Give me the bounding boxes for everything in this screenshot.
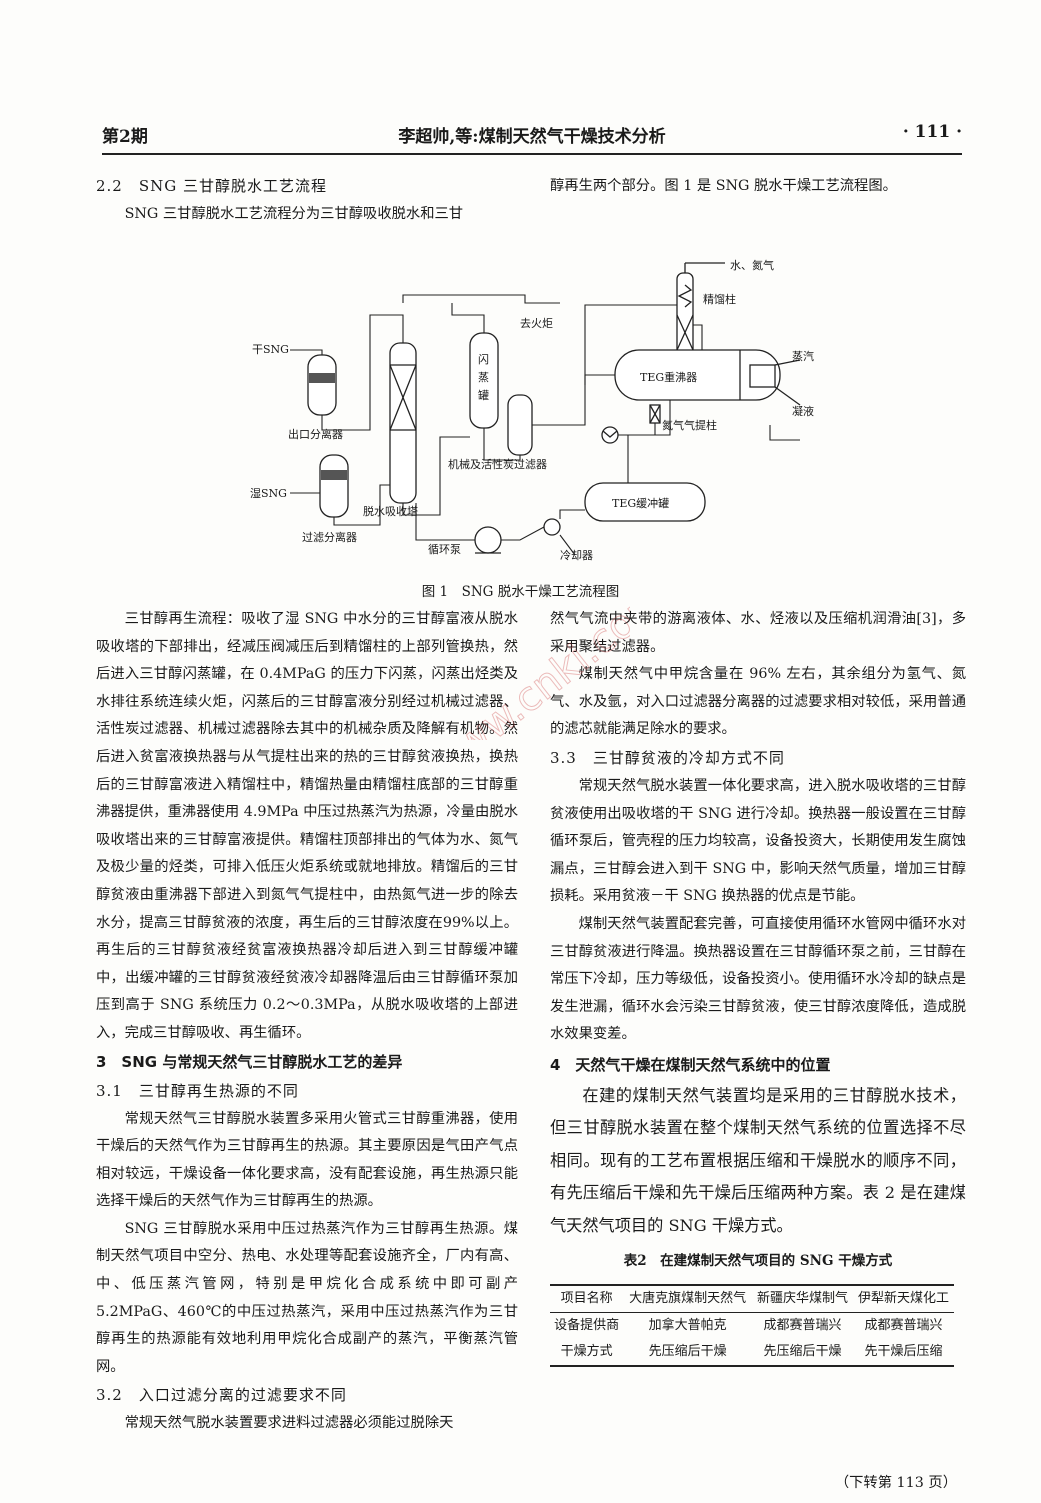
piping xyxy=(290,294,800,556)
label-filter-separator: 过滤分离器 xyxy=(302,530,357,544)
table-cell: 设备提供商 xyxy=(554,1318,620,1333)
heading-3-2: 3.2 入口过滤分离的过滤要求不同 xyxy=(96,1386,347,1405)
diagram-labels: 干SNG 湿SNG 出口分离器 过滤分离器 脱水吸收塔 循环泵 冷却器 去火炬 … xyxy=(250,258,814,562)
filter-separator xyxy=(319,454,349,518)
table-cell: 成都赛普瑞兴 xyxy=(864,1318,943,1333)
table-header-cell: 新疆庆华煤制气 xyxy=(756,1291,848,1306)
intro-continuation: 醇再生两个部分。图 1 是 SNG 脱水干燥工艺流程图。 xyxy=(550,178,897,194)
label-pump: 循环泵 xyxy=(428,543,461,556)
paragraph-3-1b: SNG 三甘醇脱水采用中压过热蒸汽作为三甘醇再生热源。煤制天然气项目中空分、热电… xyxy=(96,1220,518,1375)
label-to-flare: 去火炬 xyxy=(520,317,553,330)
figure-caption: 图 1 SNG 脱水干燥工艺流程图 xyxy=(421,584,620,600)
heading-3-3: 3.3 三甘醇贫液的冷却方式不同 xyxy=(550,748,785,767)
paragraph-4: 在建的煤制天然气装置均是采用的三甘醇脱水技术，但三甘醇脱水装置在整个煤制天然气系… xyxy=(550,1085,966,1235)
table-cell: 先干燥后压缩 xyxy=(864,1344,943,1359)
paragraph-3-2-continued: 然气气流中夹带的游离液体、水、烃液以及压缩机润滑油[3]，多采用聚结过滤器。 xyxy=(550,611,966,655)
paragraph-3-2b: 煤制天然气中甲烷含量在 96% 左右，其余组分为氢气、氮气、水及氩，对入口过滤器… xyxy=(550,666,966,738)
label-absorber: 脱水吸收塔 xyxy=(363,504,418,518)
label-flash-3: 罐 xyxy=(478,389,489,402)
label-flash-1: 闪 xyxy=(478,352,489,366)
label-filters: 机械及活性炭过滤器 xyxy=(448,457,547,471)
activated-carbon-filter xyxy=(507,394,533,456)
table-row: 干燥方式 先压缩后干燥 先压缩后干燥 先干燥后压缩 xyxy=(550,1339,954,1366)
lean-rich-exchanger xyxy=(601,426,619,444)
label-buffer-tank: TEG缓冲罐 xyxy=(612,496,669,510)
right-column: 然气气流中夹带的游离液体、水、烃液以及压缩机润滑油[3]，多采用聚结过滤器。 煤… xyxy=(550,606,966,1367)
label-reboiler: TEG重沸器 xyxy=(640,370,697,384)
nitrogen-stripper xyxy=(649,404,661,424)
teg-reboiler xyxy=(614,349,801,406)
table-header-row: 项目名称 大唐克旗煤制天然气 新疆庆华煤制气 伊犁新天煤化工 xyxy=(550,1285,954,1313)
table-cell: 先压缩后干燥 xyxy=(648,1344,727,1359)
page-number: · 111 · xyxy=(902,122,962,142)
intro-paragraph: SNG 三甘醇脱水工艺流程分为三甘醇吸收脱水和三甘 xyxy=(124,206,464,222)
paragraph-3-1a: 常规天然气三甘醇脱水装置多采用火管式三甘醇重沸器，使用干燥后的天然气作为三甘醇再… xyxy=(96,1110,518,1210)
paragraph-3-3b: 煤制天然气装置配套完善，可直接使用循环水管网中循环水对三甘醇贫液进行降温。换热器… xyxy=(550,915,966,1043)
label-condensate: 凝液 xyxy=(792,404,814,418)
paragraph-3-3a: 常规天然气脱水装置一体化要求高，进入脱水吸收塔的三甘醇贫液使用出吸收塔的干 SN… xyxy=(550,777,966,905)
table-header-cell: 伊犁新天煤化工 xyxy=(857,1291,949,1306)
left-intro: 2.2 SNG 三甘醇脱水工艺流程 SNG 三甘醇脱水工艺流程分为三甘醇吸收脱水… xyxy=(96,172,518,229)
paragraph-3-2: 常规天然气脱水装置要求进料过滤器必须能过脱除天 xyxy=(124,1415,454,1432)
right-intro: 醇再生两个部分。图 1 是 SNG 脱水干燥工艺流程图。 xyxy=(550,172,966,201)
table-cell: 成都赛普瑞兴 xyxy=(763,1318,842,1333)
heading-3-1: 3.1 三甘醇再生热源的不同 xyxy=(96,1081,299,1100)
heading-4: 4 天然气干燥在煤制天然气系统中的位置 xyxy=(550,1055,831,1074)
label-outlet-separator: 出口分离器 xyxy=(288,427,343,441)
rectifier-column xyxy=(676,262,725,369)
circulation-pump xyxy=(474,526,502,554)
header-rule xyxy=(102,153,962,155)
label-wet-sng: 湿SNG xyxy=(250,487,287,500)
absorber-tower xyxy=(389,342,417,504)
table-cell: 加拿大普帕克 xyxy=(648,1318,727,1333)
table-header-cell: 项目名称 xyxy=(560,1291,613,1306)
label-cooler: 冷却器 xyxy=(560,549,593,562)
table-2: 项目名称 大唐克旗煤制天然气 新疆庆华煤制气 伊犁新天煤化工 设备提供商 加拿大… xyxy=(550,1284,954,1367)
heading-3: 3 SNG 与常规天然气三甘醇脱水工艺的差异 xyxy=(96,1052,403,1071)
running-header: 第2期 李超帅,等:煤制天然气干燥技术分析 · 111 · xyxy=(102,122,962,148)
teg-buffer-tank xyxy=(584,482,706,522)
outlet-separator xyxy=(307,354,337,416)
left-column: 三甘醇再生流程：吸收了湿 SNG 中水分的三甘醇富液从脱水吸收塔的下部排出，经减… xyxy=(96,606,518,1438)
table-caption: 表2 在建煤制天然气项目的 SNG 干燥方式 xyxy=(623,1253,893,1270)
label-flash-2: 蒸 xyxy=(478,371,489,384)
label-rectifier: 精馏柱 xyxy=(703,292,736,306)
table-row: 设备提供商 加拿大普帕克 成都赛普瑞兴 成都赛普瑞兴 xyxy=(550,1313,954,1340)
label-nitrogen-stripper: 氮气气提柱 xyxy=(662,418,717,432)
regeneration-paragraph: 三甘醇再生流程：吸收了湿 SNG 中水分的三甘醇富液从脱水吸收塔的下部排出，经减… xyxy=(96,611,518,1041)
process-flow-diagram: 干SNG 湿SNG 出口分离器 过滤分离器 脱水吸收塔 循环泵 冷却器 去火炬 … xyxy=(250,258,814,562)
table-header-cell: 大唐克旗煤制天然气 xyxy=(629,1291,747,1306)
continued-note: （下转第 113 页） xyxy=(834,1475,957,1491)
issue-number: 第2期 xyxy=(102,127,148,147)
label-steam: 蒸汽 xyxy=(792,349,814,363)
table-cell: 干燥方式 xyxy=(560,1344,613,1359)
label-dry-sng: 干SNG xyxy=(252,343,289,356)
heading-2-2: 2.2 SNG 三甘醇脱水工艺流程 xyxy=(96,177,328,195)
cooler-exchanger xyxy=(543,518,561,536)
table-cell: 先压缩后干燥 xyxy=(763,1344,842,1359)
running-title: 李超帅,等:煤制天然气干燥技术分析 xyxy=(398,127,666,147)
label-water-nitrogen: 水、氮气 xyxy=(730,258,774,272)
